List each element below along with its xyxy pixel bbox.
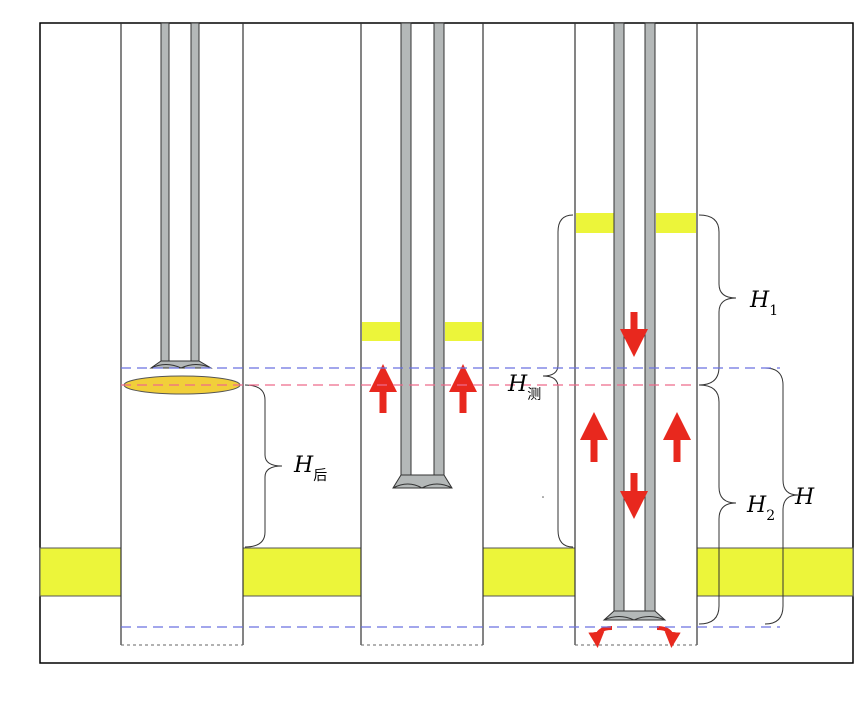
drill-bit-1 xyxy=(149,360,213,369)
label-h-after: H后 xyxy=(293,453,327,484)
drill-bit-2 xyxy=(392,474,453,489)
fluid-level-2b xyxy=(445,322,482,341)
fluid-level-2a xyxy=(362,322,400,341)
label-h-measure: H测 xyxy=(507,372,541,403)
label-h-total: H xyxy=(794,485,815,510)
label-h2: H2 xyxy=(746,493,775,524)
formation-layer xyxy=(39,547,854,597)
fluid-level-3b xyxy=(656,213,696,233)
fluid-level-3a xyxy=(576,213,614,233)
brace-h-measure xyxy=(542,214,574,548)
return-flow-arrow xyxy=(656,626,681,648)
drill-bit-3 xyxy=(602,610,667,621)
well-2 xyxy=(360,22,484,646)
return-flow-arrow xyxy=(588,626,613,648)
brace-h-total xyxy=(764,367,799,625)
label-h1: H1 xyxy=(749,288,778,319)
brace-h-after xyxy=(244,384,283,548)
well-3 xyxy=(542,22,799,648)
well-1 xyxy=(120,22,283,646)
brace-h1 xyxy=(698,214,737,386)
brace-h2 xyxy=(698,384,737,625)
